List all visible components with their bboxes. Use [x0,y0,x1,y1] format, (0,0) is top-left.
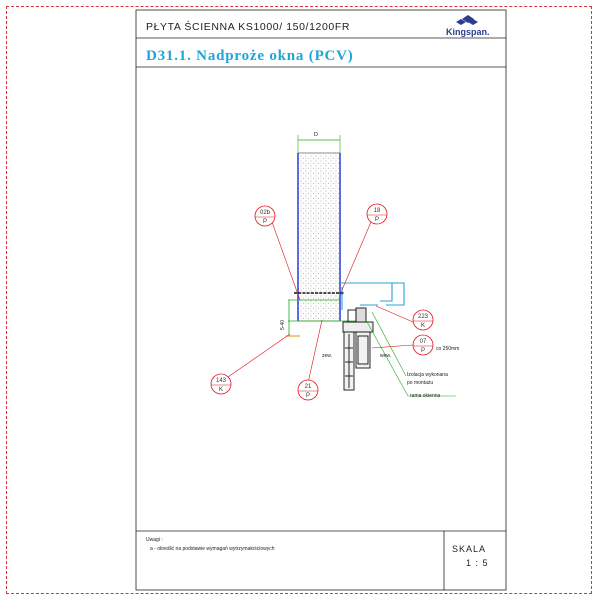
svg-text:P: P [306,393,310,399]
bubble-02b: 02b P [254,205,276,227]
remark-1: a - określić na podstawie wymagań wytrzy… [150,546,275,552]
dim-top-label: D [314,132,318,138]
scale-value: 1 : 5 [466,558,489,568]
spacing-label: co 250mm [436,346,459,352]
leader-lines [227,221,414,384]
drawing-title: D31.1. Nadproże okna (PCV) [146,48,354,64]
insulation-note-line2: po montażu [407,380,433,386]
dim-side-label: 5-40 [280,320,286,330]
kingspan-logo: Kingspan. [446,15,490,37]
svg-text:P: P [263,219,267,225]
sheet-title: PŁYTA ŚCIENNA KS1000/ 150/1200FR [146,20,350,33]
bubble-223: 223 K [412,309,434,331]
svg-text:P: P [421,348,425,354]
insulation-note-line1: Izolacja wykonana [407,372,448,378]
top-dimension: D [297,132,341,153]
bubble-21: 21 P [297,379,319,401]
remarks-title: Uwagi : [146,537,163,543]
scale-label: SKALA [452,544,486,554]
wall-panel [297,152,341,322]
window-frame-note: rama okienna [410,393,441,399]
svg-text:K: K [219,387,223,393]
svg-text:18: 18 [374,208,381,214]
flashing-profile [340,282,405,310]
svg-text:223: 223 [418,314,429,320]
interior-label: wew. [380,353,391,359]
bubble-143: 143 K [210,373,232,395]
svg-text:P: P [375,217,379,223]
svg-text:K: K [421,323,425,329]
svg-text:21: 21 [305,384,312,390]
bubble-18: 18 P [366,203,388,225]
sheet-frame [135,9,507,591]
svg-text:07: 07 [420,339,427,345]
exterior-label: zew. [322,353,332,359]
svg-text:02b: 02b [260,210,271,216]
svg-text:143: 143 [216,378,227,384]
note-leaders [365,311,456,397]
bubble-07: 07 P [412,334,434,356]
page-border [6,6,592,594]
logo-text: Kingspan. [446,27,490,37]
window-frame [342,307,374,391]
